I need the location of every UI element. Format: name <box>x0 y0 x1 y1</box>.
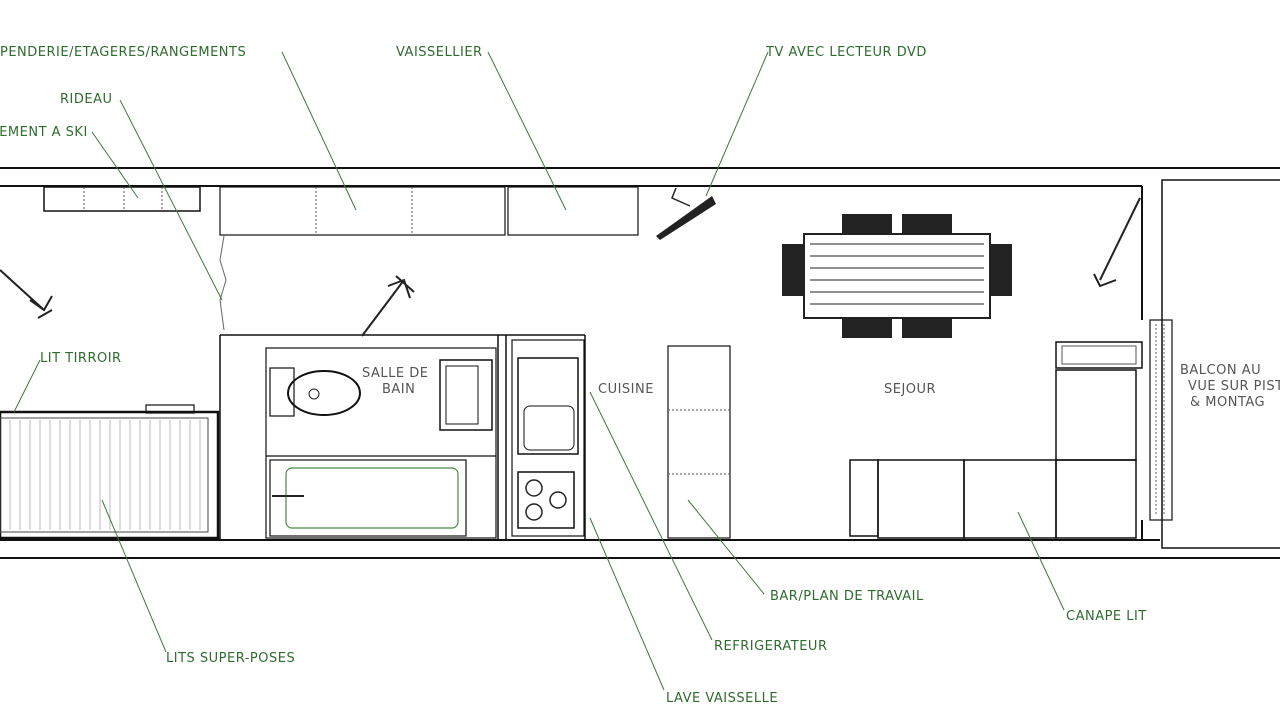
leader-lines <box>13 51 1065 691</box>
room-salle-de-bain-line2: BAIN <box>382 382 415 397</box>
bathroom-fixtures <box>265 347 497 539</box>
label-rideau: RIDEAU <box>60 92 113 107</box>
interior-walls <box>219 235 586 540</box>
label-tv: TV AVEC LECTEUR DVD <box>765 45 927 60</box>
label-bar: BAR/PLAN DE TRAVAIL <box>770 589 924 604</box>
label-rangement-ski: RANGEMENT A SKI <box>0 125 88 140</box>
sofa-bed <box>849 341 1143 539</box>
room-sejour: SEJOUR <box>884 382 936 397</box>
penderie-cabinets <box>43 186 639 236</box>
bunk-bed <box>0 404 220 540</box>
dining-table <box>782 214 1012 338</box>
room-balcon-line3: & MONTAG <box>1190 395 1265 410</box>
label-lits-superposes: LITS SUPER-POSES <box>166 651 295 666</box>
label-refrigerateur: REFRIGERATEUR <box>714 639 827 654</box>
label-penderie: PENDERIE/ETAGERES/RANGEMENTS <box>0 45 246 60</box>
outer-walls <box>0 167 1280 559</box>
tv-unit <box>656 187 716 240</box>
label-vaissellier: VAISSELLIER <box>396 45 483 60</box>
label-lave-vaisselle: LAVE VAISSELLE <box>666 691 778 706</box>
room-balcon-line2: VUE SUR PIST <box>1188 379 1280 394</box>
kitchen-fixtures <box>511 339 585 537</box>
label-canape-lit: CANAPE LIT <box>1066 609 1147 624</box>
label-lit-tiroir: LIT TIRROIR <box>40 351 122 366</box>
room-cuisine: CUISINE <box>598 382 654 397</box>
room-salle-de-bain-line1: SALLE DE <box>362 366 428 381</box>
bar-counter <box>667 345 731 539</box>
room-balcon-line1: BALCON AU <box>1180 363 1261 378</box>
door-swings <box>0 197 1141 337</box>
